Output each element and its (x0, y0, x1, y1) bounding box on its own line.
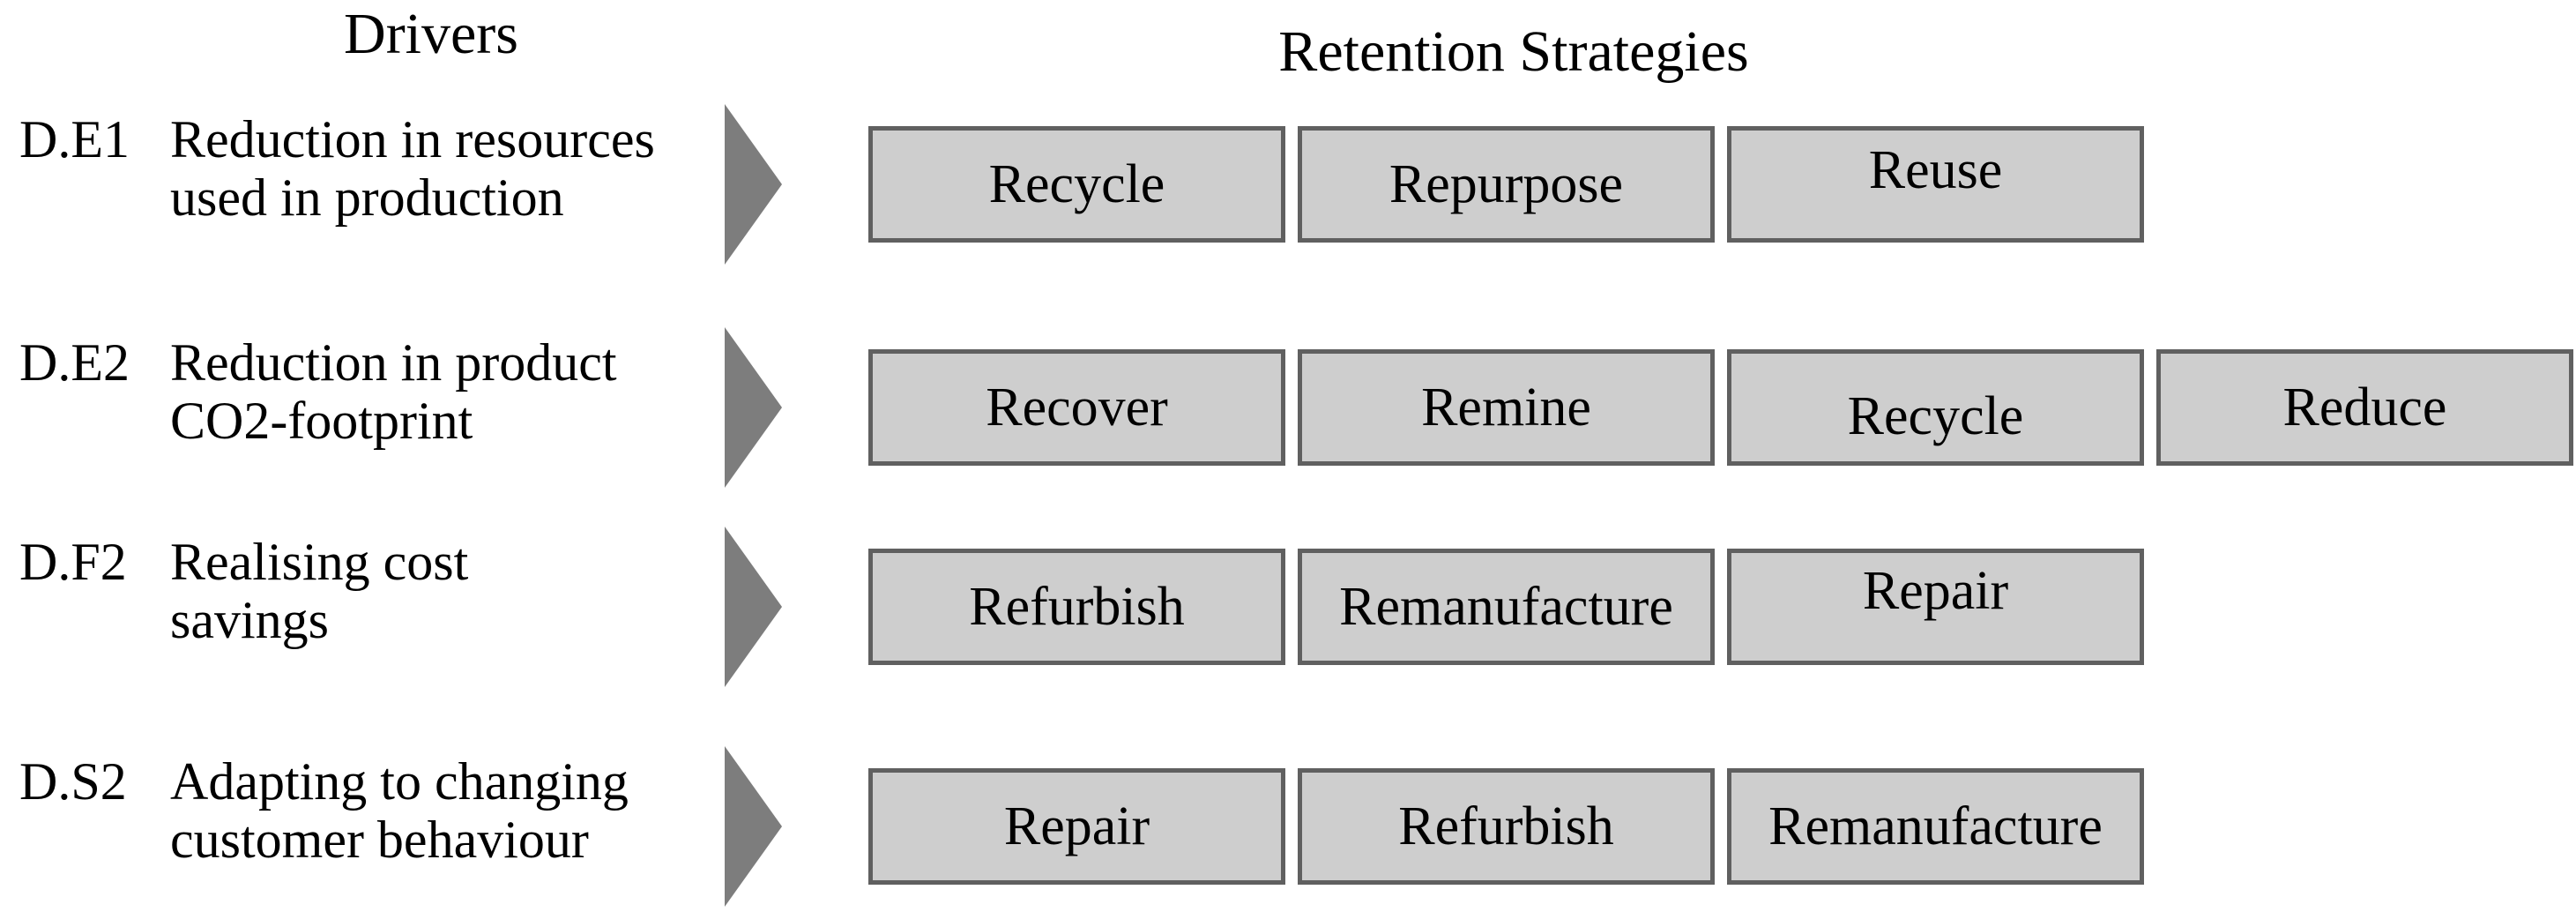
strategy-box: Reduce (2156, 349, 2573, 466)
strategy-box-group: Recycle Repurpose Reuse (868, 126, 2144, 243)
driver-code: D.F2 (19, 533, 127, 591)
strategy-box-label: Refurbish (1398, 796, 1614, 856)
strategy-box-label: Reduce (2282, 378, 2447, 437)
driver-description-line: Realising cost (170, 533, 469, 591)
arrow-right-icon (725, 746, 782, 907)
strategy-box-label: Repair (1862, 561, 2009, 621)
driver-description-line: CO2-footprint (170, 392, 473, 450)
driver-description-line: Reduction in product (170, 333, 617, 392)
arrow-right-icon (725, 327, 782, 488)
driver-code: D.S2 (19, 752, 127, 811)
strategy-box-group: Refurbish Remanufacture Repair (868, 549, 2144, 665)
arrow-right-icon (725, 104, 782, 265)
driver-description-line: used in production (170, 168, 564, 227)
strategy-box-label: Refurbish (969, 577, 1185, 637)
strategy-box: Repair (1727, 549, 2144, 665)
driver-code: D.E1 (19, 110, 130, 168)
strategy-box: Refurbish (1298, 768, 1715, 885)
driver-description-line: Adapting to changing (170, 752, 629, 811)
drivers-heading: Drivers (344, 2, 518, 66)
driver-code: D.E2 (19, 333, 130, 392)
strategy-box-label: Recycle (988, 154, 1165, 214)
strategy-box: Recycle (1727, 349, 2144, 466)
strategy-box-label: Remanufacture (1768, 796, 2103, 856)
strategy-box: Remanufacture (1727, 768, 2144, 885)
driver-description: Adapting to changing customer behaviour (170, 752, 770, 869)
driver-description-line: customer behaviour (170, 811, 589, 869)
strategy-box: Recover (868, 349, 1285, 466)
driver-description-line: savings (170, 591, 329, 649)
driver-description: Reduction in product CO2-footprint (170, 333, 770, 450)
strategy-box-label: Recover (986, 378, 1168, 437)
strategy-box: Remine (1298, 349, 1715, 466)
strategy-box: Repair (868, 768, 1285, 885)
strategy-box-label: Reuse (1868, 140, 2003, 200)
strategy-box: Remanufacture (1298, 549, 1715, 665)
strategy-box-label: Recycle (1847, 386, 2024, 446)
strategy-box: Repurpose (1298, 126, 1715, 243)
driver-description-line: Reduction in resources (170, 110, 655, 168)
driver-description: Reduction in resources used in productio… (170, 110, 770, 227)
strategy-box-group: Recover Remine Recycle Reduce (868, 349, 2573, 466)
strategy-box-group: Repair Refurbish Remanufacture (868, 768, 2144, 885)
driver-description: Realising cost savings (170, 533, 770, 649)
strategy-box-label: Repurpose (1389, 154, 1624, 214)
strategy-box: Recycle (868, 126, 1285, 243)
strategy-box: Reuse (1727, 126, 2144, 243)
arrow-right-icon (725, 527, 782, 687)
strategy-box: Refurbish (868, 549, 1285, 665)
retention-strategies-heading: Retention Strategies (1278, 19, 1749, 84)
strategy-box-label: Remanufacture (1339, 577, 1673, 637)
strategy-box-label: Repair (1003, 796, 1150, 856)
strategy-box-label: Remine (1421, 378, 1591, 437)
